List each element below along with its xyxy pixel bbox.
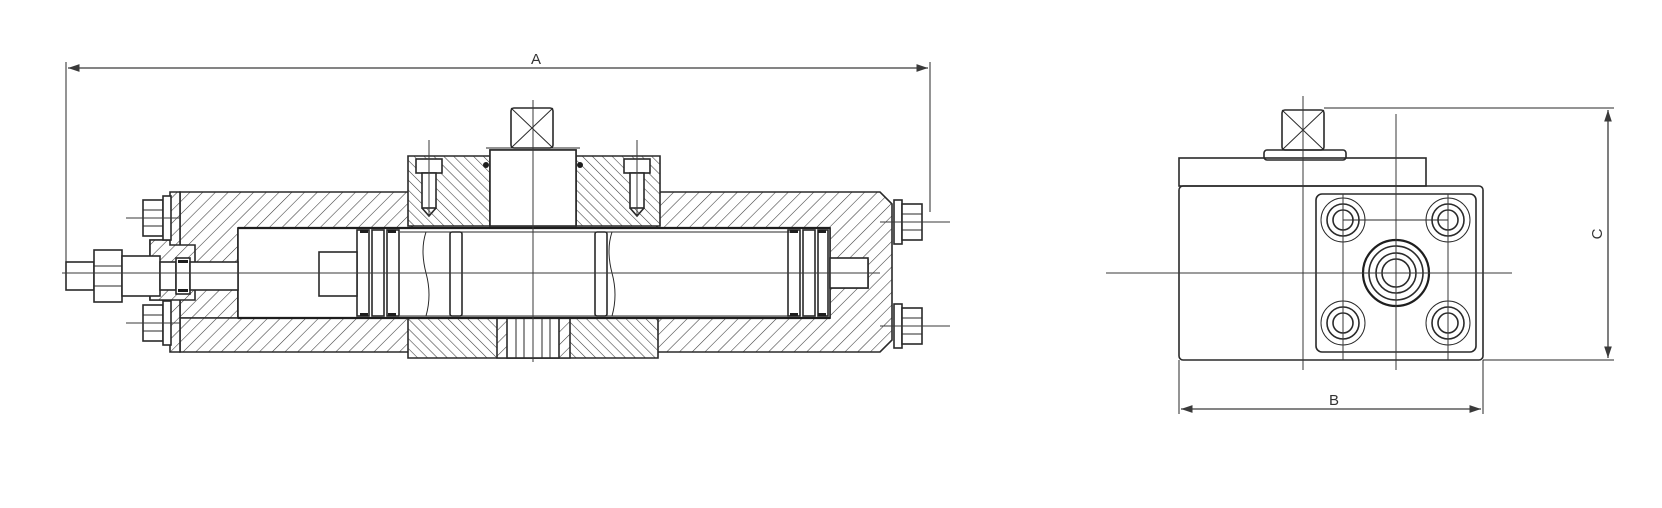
dimension-label-b: B: [1329, 392, 1339, 409]
adjustment-screw-left: [65, 249, 239, 303]
end-view-centre-lines: [1106, 96, 1512, 370]
cap-screw-left: [415, 140, 443, 218]
tie-rod-nut-lower-left: [126, 300, 180, 346]
dimension-label-a: A: [531, 51, 541, 68]
tie-rod-nut-upper-left: [126, 195, 180, 241]
cap-screw-right: [623, 140, 651, 218]
end-view: B C: [1106, 96, 1614, 414]
tie-rod-nut-upper-right: [880, 199, 950, 245]
dimension-b: B: [1178, 360, 1484, 414]
section-view: A: [62, 51, 950, 362]
tie-rod-nut-lower-right: [880, 303, 950, 349]
dimension-label-c: C: [1589, 228, 1606, 239]
dimension-c: C: [1324, 107, 1614, 361]
dimension-a: A: [65, 51, 931, 268]
section-centre-lines: [62, 100, 880, 362]
